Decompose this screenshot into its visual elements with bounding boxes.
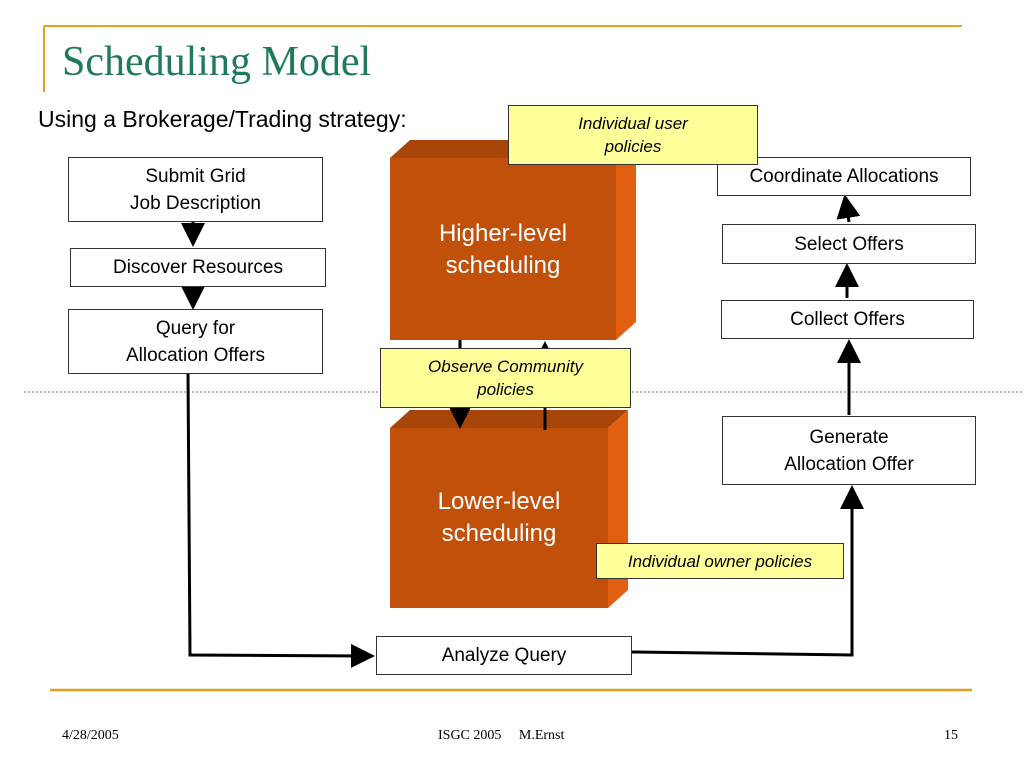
community-policies-note: Observe Community policies xyxy=(380,348,631,408)
slide-title: Scheduling Model xyxy=(62,39,372,85)
footer-event: ISGC 2005 M.Ernst xyxy=(438,728,565,743)
owner-policies-note: Individual owner policies xyxy=(596,543,844,579)
arrow-query-to-analyze xyxy=(186,373,375,668)
higher-cube-side xyxy=(616,140,636,340)
collect-offers-box: Collect Offers xyxy=(721,300,974,339)
lower-cube-top xyxy=(390,410,628,428)
generate-offer-box: Generate Allocation Offer xyxy=(722,416,976,485)
higher-cube-front xyxy=(390,158,616,340)
user-policies-note: Individual user policies xyxy=(508,105,758,165)
lower-cube-front xyxy=(390,428,608,608)
discover-resources-box: Discover Resources xyxy=(70,248,326,287)
lower-level-label: Lower-level scheduling xyxy=(437,488,561,547)
arrow-analyze-to-generate xyxy=(631,485,864,657)
higher-level-label: Higher-level scheduling xyxy=(438,220,568,279)
submit-job-box: Submit Grid Job Description xyxy=(68,157,323,222)
analyze-query-box: Analyze Query xyxy=(376,636,632,675)
query-offers-box: Query for Allocation Offers xyxy=(68,309,323,374)
footer-date: 4/28/2005 xyxy=(62,728,119,743)
footer-page-number: 15 xyxy=(944,728,958,743)
select-offers-box: Select Offers xyxy=(722,224,976,264)
arrow-select-to-coordinate xyxy=(836,194,861,223)
slide-subtitle: Using a Brokerage/Trading strategy: xyxy=(38,106,407,132)
coordinate-allocations-box: Coordinate Allocations xyxy=(717,157,971,196)
